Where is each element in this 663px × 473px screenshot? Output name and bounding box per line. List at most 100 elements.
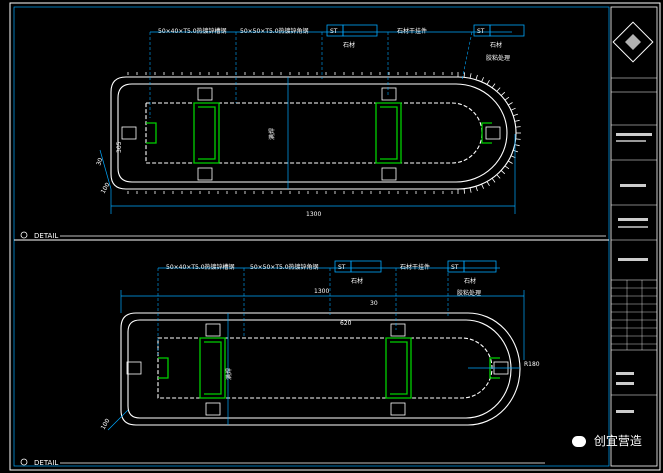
top-tag-st1-ext (342, 24, 378, 37)
bottom-dim-radius: R180 (524, 361, 540, 368)
watermark: 创宜营造 (572, 432, 642, 449)
top-label-stone: 石材 (343, 41, 355, 49)
wechat-icon (572, 436, 586, 447)
top-clip-2 (197, 167, 213, 181)
top-detail-marker (20, 231, 28, 239)
serration-tick (481, 183, 484, 189)
title-block-mark-6 (618, 258, 648, 261)
serration-tick (500, 170, 506, 175)
top-bracket-left (193, 102, 220, 164)
title-block-mark-7 (616, 372, 634, 375)
serration-tick (469, 187, 472, 193)
bottom-callout-channel: 50×40×T5.0热镀锌槽钢 (166, 263, 235, 271)
top-callout-angle: 50×50×T5.0热镀锌角钢 (240, 27, 309, 35)
bottom-clip-2 (205, 402, 221, 416)
bottom-tag-st2: ST (451, 264, 459, 271)
serration-tick (504, 96, 510, 101)
serration-tick (500, 91, 506, 96)
bottom-label-finish: 胶粘处理 (457, 289, 481, 297)
top-detail-title: DETAIL (34, 232, 58, 240)
top-detail-title-bar: DETAIL (20, 231, 606, 240)
bottom-stone-inner (127, 319, 512, 419)
title-block-mark-4 (618, 218, 648, 221)
bottom-dim-corner-line (107, 409, 129, 431)
bottom-dim-angle: 30 (370, 300, 378, 307)
bottom-clip-1 (205, 323, 221, 337)
top-dim-small1: 30 (95, 157, 104, 167)
top-serrated-edge (127, 72, 521, 194)
serration-tick (475, 186, 478, 192)
serration-tick (515, 126, 521, 128)
serration-tick (496, 174, 501, 179)
bottom-tag-st1-ext (350, 260, 382, 273)
bottom-steel-frame (157, 337, 493, 399)
bottom-callout-hanger: 石材干挂件 (400, 263, 430, 271)
bottom-angle-left (158, 357, 169, 379)
title-block-mark-9 (616, 410, 634, 413)
bottom-dim-total: 1300 (314, 288, 329, 295)
bottom-detail-marker (20, 458, 28, 466)
top-callout-channel: 50×40×T5.0热镀锌槽钢 (158, 27, 227, 35)
title-block-mark-3 (620, 184, 646, 187)
top-bracket-right (375, 102, 402, 164)
serration-tick (491, 83, 496, 88)
top-detail-plan (99, 31, 521, 214)
top-dim-side: 305 (116, 141, 123, 153)
bottom-detail-title-bar: DETAIL (20, 458, 545, 467)
serration-tick (463, 72, 465, 78)
bottom-bracket-left (199, 337, 226, 399)
serration-tick (513, 149, 519, 153)
sheet-border (9, 2, 661, 471)
watermark-brand: 创宜营造 (593, 434, 642, 448)
title-block-mark-2 (616, 140, 646, 142)
top-dim-small2: 100 (100, 181, 112, 195)
serration-tick (463, 188, 465, 194)
serration-tick (508, 160, 513, 164)
title-block-frame (610, 6, 658, 467)
bottom-clip-3 (390, 323, 406, 337)
top-tag-st2: ST (477, 28, 485, 35)
serration-tick (491, 178, 496, 183)
serration-tick (504, 165, 510, 170)
serration-tick (486, 181, 490, 187)
top-tag-st2-ext (489, 24, 525, 37)
company-logo-icon (612, 21, 654, 63)
serration-tick (475, 74, 478, 80)
top-clip-5 (121, 126, 137, 140)
serration-tick (510, 107, 516, 111)
serration-tick (508, 102, 513, 106)
top-clip-3 (381, 87, 397, 101)
top-label-stone2: 石材 (490, 41, 502, 49)
top-label-finish: 胶粘处理 (486, 54, 510, 62)
top-tag-st1: ST (330, 28, 338, 35)
top-dim-corner-line (99, 149, 112, 190)
top-center-label: 满焊 (268, 128, 276, 140)
bottom-detail-title: DETAIL (34, 459, 58, 467)
bottom-bracket-right (385, 337, 412, 399)
bottom-tag-st1: ST (338, 264, 346, 271)
serration-tick (514, 144, 520, 147)
top-clip-4 (381, 167, 397, 181)
title-block-mark-5 (618, 226, 648, 228)
top-clip-6 (485, 126, 501, 140)
bottom-stone-outer (120, 312, 521, 426)
top-steel-frame (145, 102, 483, 164)
bottom-dim-inner: 620 (340, 320, 352, 327)
sheet-inner-border (13, 6, 610, 467)
serration-tick (515, 138, 521, 140)
serration-tick (481, 77, 484, 83)
top-leader-finish (461, 31, 473, 81)
bottom-clip-5 (126, 361, 142, 375)
top-stone-inner (117, 83, 508, 183)
serration-tick (486, 79, 490, 85)
bottom-detail-plan (107, 267, 525, 431)
bottom-tag-st2-ext (463, 260, 497, 273)
title-block-grid (611, 280, 657, 350)
top-clip-1 (197, 87, 213, 101)
top-angle-right (481, 122, 492, 144)
top-stone-outer (110, 76, 517, 190)
title-block-mark-1 (616, 133, 652, 136)
bottom-callout-angle: 50×50×T5.0热镀锌角钢 (250, 263, 319, 271)
top-dim-total: 1300 (306, 211, 321, 218)
